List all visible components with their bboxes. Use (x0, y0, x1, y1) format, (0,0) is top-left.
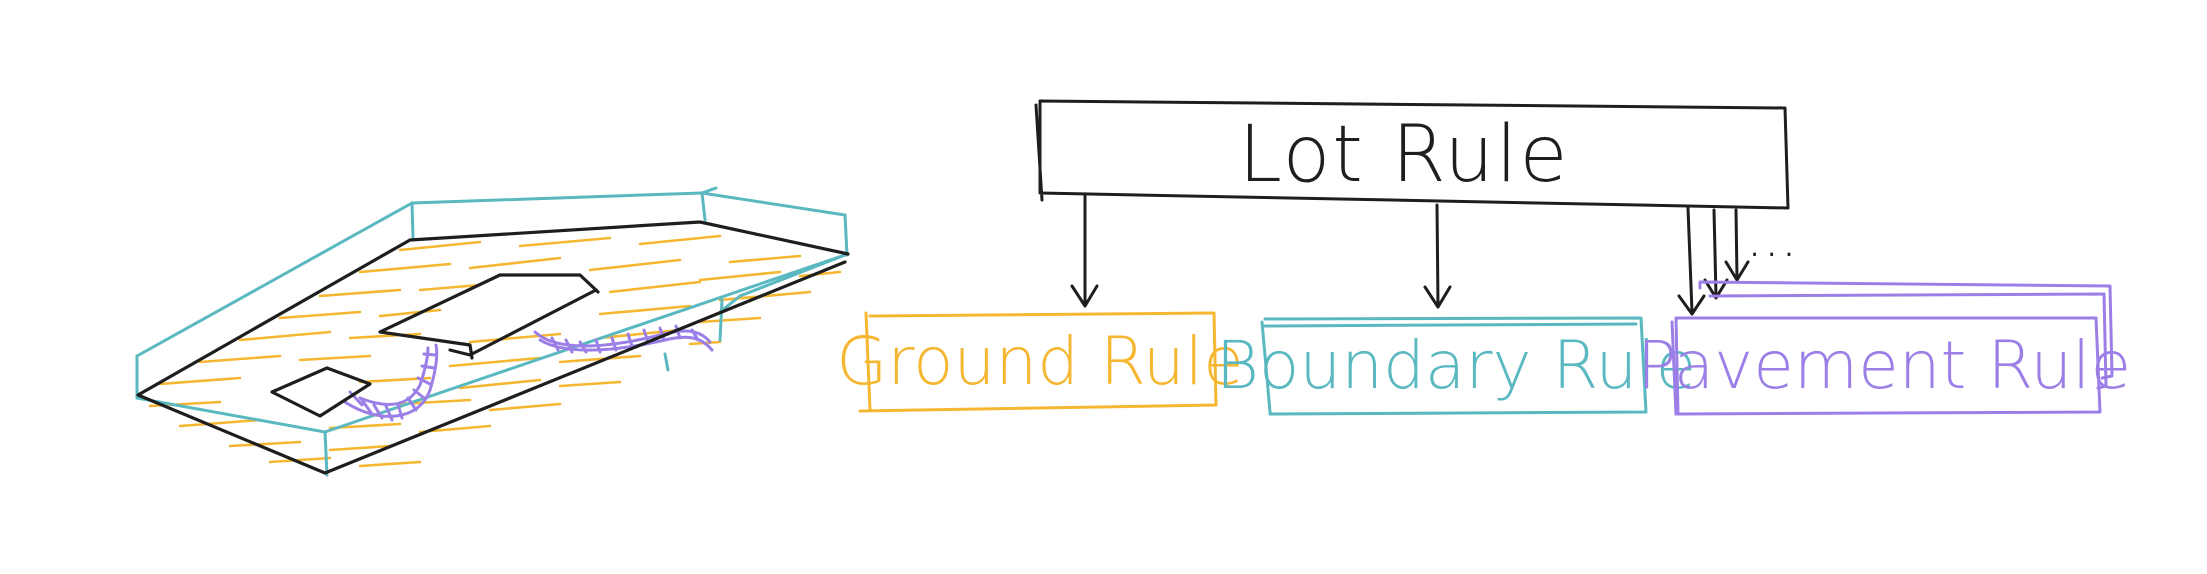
boundary-rule-label: Boundary Rule (1216, 327, 1696, 404)
ground-rule-box (858, 311, 1218, 413)
more-rules-indicator: ... (1746, 206, 1798, 269)
ground-hatching (148, 234, 842, 468)
pavement-rule-stack (1670, 280, 2114, 416)
lot-illustration (135, 186, 850, 477)
connector-pavement-1 (1677, 206, 1706, 316)
connector-ground (1070, 193, 1099, 308)
pavement-rule-node: Pavement Rule (1637, 280, 2131, 416)
boundary-rule-box (1260, 316, 1648, 416)
connector-pavement-2 (1703, 208, 1729, 300)
lot-rule-node: Lot Rule (1034, 99, 1790, 210)
lot-outline (136, 220, 850, 475)
boundary-rule-node: Boundary Rule (1216, 316, 1696, 416)
rule-hierarchy: Lot Rule ... Ground Rule Boundary Rule P… (836, 99, 2131, 416)
connector-boundary (1423, 203, 1452, 309)
connector-pavement-3 (1724, 208, 1750, 282)
pavement-rule-label: Pavement Rule (1637, 327, 2131, 404)
lot-rule-label: Lot Rule (1239, 110, 1570, 200)
ground-rule-node: Ground Rule (836, 311, 1244, 413)
ground-rule-label: Ground Rule (836, 323, 1243, 400)
pavement-paths (343, 324, 714, 422)
lot-rule-box (1034, 99, 1790, 210)
connectors (1070, 193, 1750, 316)
